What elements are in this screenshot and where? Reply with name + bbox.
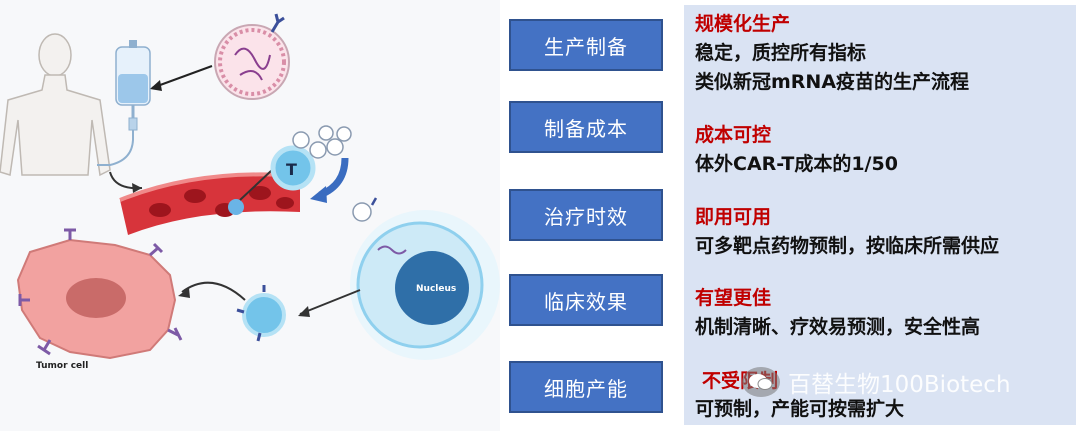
row-label-capacity: 细胞产能 — [509, 361, 663, 413]
tumor-cell-label: Tumor cell — [36, 361, 88, 371]
iv-bag — [97, 40, 151, 166]
row-label-timeliness: 治疗时效 — [509, 189, 663, 241]
row-title-cost: 成本可控 — [695, 124, 772, 146]
car-t-cell — [236, 285, 286, 342]
benefits-panel — [684, 5, 1076, 425]
row-line-timeliness-1: 可多靶点药物预制，按临床所需供应 — [695, 235, 1000, 257]
row-line-clinical-effect-1: 机制清晰、疗效易预测，安全性高 — [695, 316, 981, 338]
row-label-production: 生产制备 — [509, 19, 663, 71]
blood-vessel — [119, 172, 301, 235]
t-cell: T — [270, 145, 316, 191]
row-line-production-2: 类似新冠mRNA疫苗的生产流程 — [695, 71, 970, 93]
tumor-cell — [16, 228, 183, 360]
row-line-capacity-1: 可预制，产能可按需扩大 — [695, 398, 905, 420]
t-cell-label: T — [286, 160, 297, 179]
therapy-illustration: T Nucleus Tumor cell — [0, 0, 500, 431]
lipid-nanoparticle — [214, 13, 290, 100]
transfected-cell: Nucleus — [350, 197, 500, 360]
row-line-cost-1: 体外CAR-T成本的1/50 — [695, 153, 898, 175]
patient-figure — [0, 33, 111, 177]
row-label-clinical-effect: 临床效果 — [509, 274, 663, 326]
row-title-clinical-effect: 有望更佳 — [695, 287, 772, 309]
wechat-icon — [742, 367, 780, 397]
row-title-timeliness: 即用可用 — [695, 206, 772, 228]
watermark: 百替生物100Biotech — [742, 365, 1011, 399]
watermark-text: 百替生物100Biotech — [788, 372, 1011, 398]
row-title-production: 规模化生产 — [695, 13, 791, 35]
row-label-cost: 制备成本 — [509, 101, 663, 153]
nanoparticle-cluster — [292, 125, 352, 159]
row-line-production-1: 稳定，质控所有指标 — [695, 42, 867, 64]
nucleus-label: Nucleus — [416, 284, 456, 294]
